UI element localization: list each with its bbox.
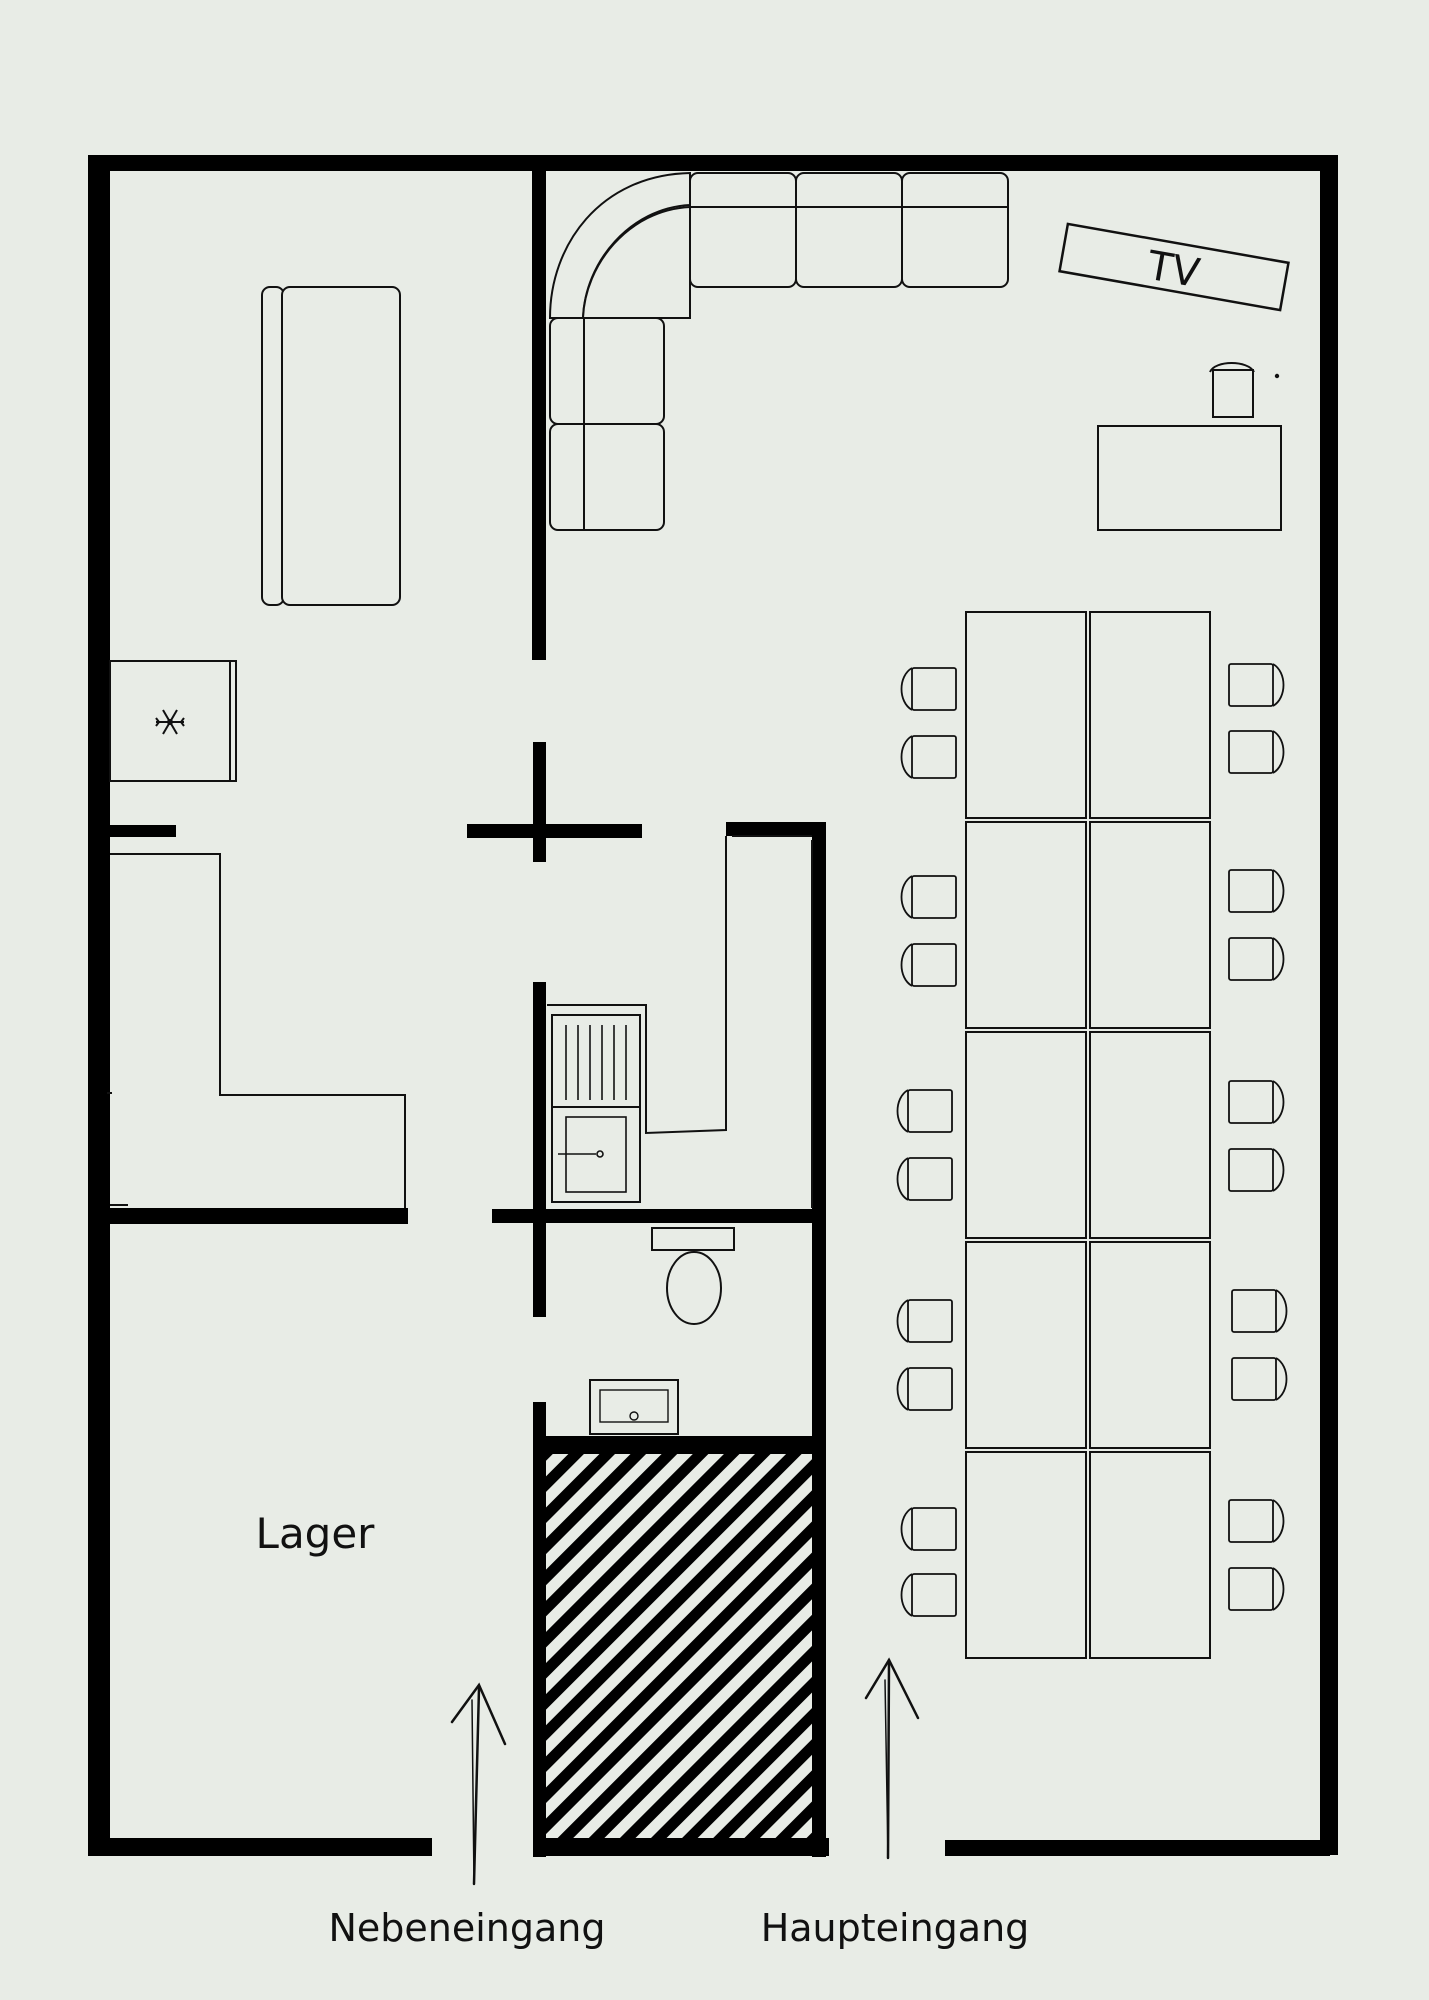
hatched-area bbox=[546, 1454, 812, 1838]
main-entrance-label: Haupteingang bbox=[761, 1906, 1030, 1950]
l-counter bbox=[110, 853, 406, 1208]
wall-stub-left bbox=[108, 825, 176, 837]
table-segment bbox=[1089, 611, 1211, 819]
inner-wall-upper bbox=[532, 168, 546, 660]
inner-wall-kitchen bbox=[533, 982, 546, 1207]
sofa-cushion-top-2 bbox=[795, 172, 903, 288]
tv: TV bbox=[1058, 222, 1290, 312]
wall-hatch-bottom bbox=[535, 1838, 829, 1856]
table-segment bbox=[1089, 1241, 1211, 1449]
toilet-bowl bbox=[666, 1251, 722, 1325]
table-segment bbox=[965, 1031, 1087, 1239]
outer-wall-bottom-right bbox=[945, 1840, 1330, 1856]
table-segment bbox=[1089, 821, 1211, 1029]
side-entrance-label: Nebeneingang bbox=[328, 1906, 605, 1950]
arrow-up-icon bbox=[450, 1682, 507, 1886]
wall-hatch-top bbox=[535, 1436, 812, 1454]
outer-wall-bottom-left bbox=[88, 1838, 432, 1856]
desk-chair bbox=[1212, 369, 1254, 418]
inner-wall-cross-h bbox=[467, 824, 642, 838]
sofa-seat bbox=[281, 286, 401, 606]
wall-bath-top bbox=[726, 822, 826, 836]
outer-wall-left bbox=[88, 155, 110, 1855]
outer-wall-right bbox=[1320, 155, 1338, 1855]
kitchen-counter bbox=[547, 836, 727, 1135]
inner-wall-cross-v bbox=[533, 742, 546, 862]
outer-wall-top bbox=[88, 155, 1338, 171]
conference-table bbox=[965, 611, 1211, 1659]
table-segment bbox=[965, 611, 1087, 819]
sectional-sofa bbox=[548, 171, 1009, 531]
walls bbox=[88, 155, 1338, 1857]
left-room-furniture bbox=[107, 286, 813, 1208]
desk bbox=[1097, 425, 1282, 531]
sofa-cushion-top-1 bbox=[689, 172, 797, 288]
inner-wall-lower bbox=[533, 1402, 546, 1857]
tv-frame bbox=[1058, 222, 1290, 312]
arrow-up-icon bbox=[864, 1657, 920, 1860]
tv-label: TV bbox=[1143, 243, 1204, 298]
table-segment bbox=[1089, 1031, 1211, 1239]
toilet-tank bbox=[651, 1227, 735, 1251]
sofa-cushion-left-1 bbox=[549, 317, 665, 425]
sofa-cushion-top-3 bbox=[901, 172, 1009, 288]
inner-wall-wc-h bbox=[492, 1209, 812, 1223]
wall-bath-right bbox=[812, 822, 826, 1857]
table-segment bbox=[965, 1241, 1087, 1449]
wall-storage-top bbox=[108, 1208, 408, 1224]
desk-area bbox=[1097, 362, 1282, 531]
sofa-cushion-left-2 bbox=[549, 423, 665, 531]
storage-label: Lager bbox=[256, 1509, 376, 1558]
inner-wall-wc-v bbox=[533, 1207, 546, 1317]
table-segment bbox=[965, 821, 1087, 1029]
table-segment bbox=[965, 1451, 1087, 1659]
sofa-backrest bbox=[261, 286, 285, 606]
snowflake-icon bbox=[155, 709, 185, 735]
kitchenette bbox=[547, 836, 727, 1203]
wc bbox=[589, 1227, 735, 1435]
table-segment bbox=[1089, 1451, 1211, 1659]
